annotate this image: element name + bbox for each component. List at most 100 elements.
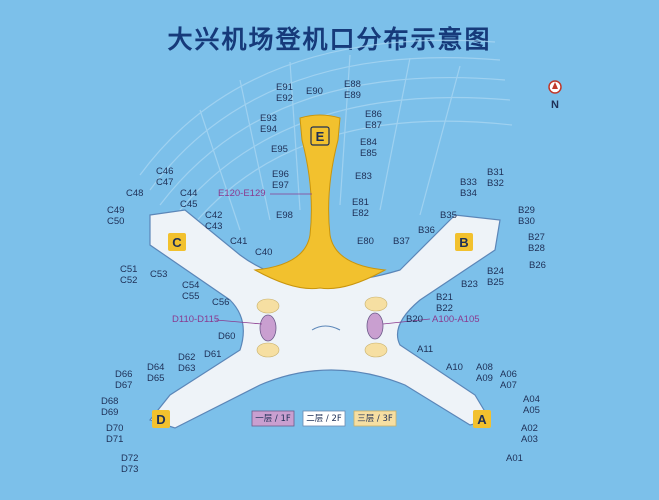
- gate-a03[interactable]: A03: [521, 434, 538, 445]
- gate-a01[interactable]: A01: [506, 453, 523, 464]
- gate-b37[interactable]: B37: [393, 236, 410, 247]
- gate-b25[interactable]: B25: [487, 277, 504, 288]
- gate-e87[interactable]: E87: [365, 120, 382, 131]
- gate-c50[interactable]: C50: [107, 216, 124, 227]
- gate-e81[interactable]: E81: [352, 197, 369, 208]
- gate-range-e120-e129: E120-E129: [218, 188, 266, 199]
- floor-3f-zone-2: [256, 342, 280, 358]
- north-label: N: [551, 99, 559, 111]
- gate-a10[interactable]: A10: [446, 362, 463, 373]
- gate-a08[interactable]: A08: [476, 362, 493, 373]
- gate-e80[interactable]: E80: [357, 236, 374, 247]
- legend-swatch-3f: [353, 410, 397, 427]
- gate-c41[interactable]: C41: [230, 236, 247, 247]
- gate-a05[interactable]: A05: [523, 405, 540, 416]
- gate-e97[interactable]: E97: [272, 180, 289, 191]
- gate-b22[interactable]: B22: [436, 303, 453, 314]
- floor-3f-zone-4: [364, 342, 388, 358]
- gate-a11[interactable]: A11: [417, 344, 433, 355]
- pier-badge-b[interactable]: B: [455, 233, 473, 251]
- gate-c46[interactable]: C46: [156, 166, 173, 177]
- gate-d63[interactable]: D63: [178, 363, 195, 374]
- gate-b33[interactable]: B33: [460, 177, 477, 188]
- gate-b23[interactable]: B23: [461, 279, 478, 290]
- svg-text:B: B: [459, 235, 468, 250]
- gate-e98[interactable]: E98: [276, 210, 293, 221]
- gate-e86[interactable]: E86: [365, 109, 382, 120]
- gate-c40[interactable]: C40: [255, 247, 272, 258]
- gate-b24[interactable]: B24: [487, 266, 504, 277]
- gate-d61[interactable]: D61: [204, 349, 221, 360]
- gate-d60[interactable]: D60: [218, 331, 235, 342]
- gate-b20[interactable]: B20: [406, 314, 423, 325]
- gate-b30[interactable]: B30: [518, 216, 535, 227]
- pier-badge-d[interactable]: D: [152, 410, 170, 428]
- gate-b21[interactable]: B21: [436, 292, 453, 303]
- gate-d70[interactable]: D70: [106, 423, 123, 434]
- gate-e82[interactable]: E82: [352, 208, 369, 219]
- gate-c52[interactable]: C52: [120, 275, 137, 286]
- gate-e84[interactable]: E84: [360, 137, 377, 148]
- gate-b36[interactable]: B36: [418, 225, 435, 236]
- gate-b29[interactable]: B29: [518, 205, 535, 216]
- gate-e95[interactable]: E95: [271, 144, 288, 155]
- svg-text:C: C: [172, 235, 182, 250]
- gate-e94[interactable]: E94: [260, 124, 277, 135]
- gate-e85[interactable]: E85: [360, 148, 377, 159]
- pier-badge-c[interactable]: C: [168, 233, 186, 251]
- gate-c54[interactable]: C54: [182, 280, 199, 291]
- gate-d73[interactable]: D73: [121, 464, 138, 475]
- gate-b26[interactable]: B26: [529, 260, 546, 271]
- gate-e91[interactable]: E91: [276, 82, 293, 93]
- gate-c49[interactable]: C49: [107, 205, 124, 216]
- compass: N: [548, 80, 562, 111]
- gate-c42[interactable]: C42: [205, 210, 222, 221]
- pier-badge-e[interactable]: E: [310, 126, 330, 146]
- legend-2f: 二层 / 2F: [306, 414, 342, 424]
- gate-b34[interactable]: B34: [460, 188, 477, 199]
- gate-c53[interactable]: C53: [150, 269, 167, 280]
- gate-e90[interactable]: E90: [306, 86, 323, 97]
- gate-d72[interactable]: D72: [121, 453, 138, 464]
- gate-a07[interactable]: A07: [500, 380, 517, 391]
- gate-a06[interactable]: A06: [500, 369, 517, 380]
- gate-e93[interactable]: E93: [260, 113, 277, 124]
- gate-e83[interactable]: E83: [355, 171, 372, 182]
- gate-b32[interactable]: B32: [487, 178, 504, 189]
- gate-a02[interactable]: A02: [521, 423, 538, 434]
- gate-d65[interactable]: D65: [147, 373, 164, 384]
- gate-d68[interactable]: D68: [101, 396, 118, 407]
- gate-c55[interactable]: C55: [182, 291, 199, 302]
- gate-e96[interactable]: E96: [272, 169, 289, 180]
- gate-b27[interactable]: B27: [528, 232, 545, 243]
- gate-e88[interactable]: E88: [344, 79, 361, 90]
- gate-b35[interactable]: B35: [440, 210, 457, 221]
- gate-e89[interactable]: E89: [344, 90, 361, 101]
- svg-text:D: D: [156, 412, 165, 427]
- gate-c43[interactable]: C43: [205, 221, 222, 232]
- gate-c51[interactable]: C51: [120, 264, 137, 275]
- gate-a04[interactable]: A04: [523, 394, 540, 405]
- center-arch: [311, 325, 341, 331]
- gate-d71[interactable]: D71: [106, 434, 123, 445]
- gate-d62[interactable]: D62: [178, 352, 195, 363]
- gate-d66[interactable]: D66: [115, 369, 132, 380]
- gate-a09[interactable]: A09: [476, 373, 493, 384]
- legend-3f: 三层 / 3F: [357, 414, 393, 424]
- gate-c44[interactable]: C44: [180, 188, 197, 199]
- gate-b28[interactable]: B28: [528, 243, 545, 254]
- gate-d69[interactable]: D69: [101, 407, 118, 418]
- svg-text:A: A: [477, 412, 487, 427]
- gate-c47[interactable]: C47: [156, 177, 173, 188]
- gate-c45[interactable]: C45: [180, 199, 197, 210]
- pier-e: [253, 114, 387, 290]
- gate-d64[interactable]: D64: [147, 362, 164, 373]
- gate-d67[interactable]: D67: [115, 380, 132, 391]
- gate-b31[interactable]: B31: [487, 167, 504, 178]
- gate-e92[interactable]: E92: [276, 93, 293, 104]
- gate-range-a100-a105: A100-A105: [432, 314, 480, 325]
- gate-c48[interactable]: C48: [126, 188, 143, 199]
- pier-badge-a[interactable]: A: [473, 410, 491, 428]
- gate-c56[interactable]: C56: [212, 297, 229, 308]
